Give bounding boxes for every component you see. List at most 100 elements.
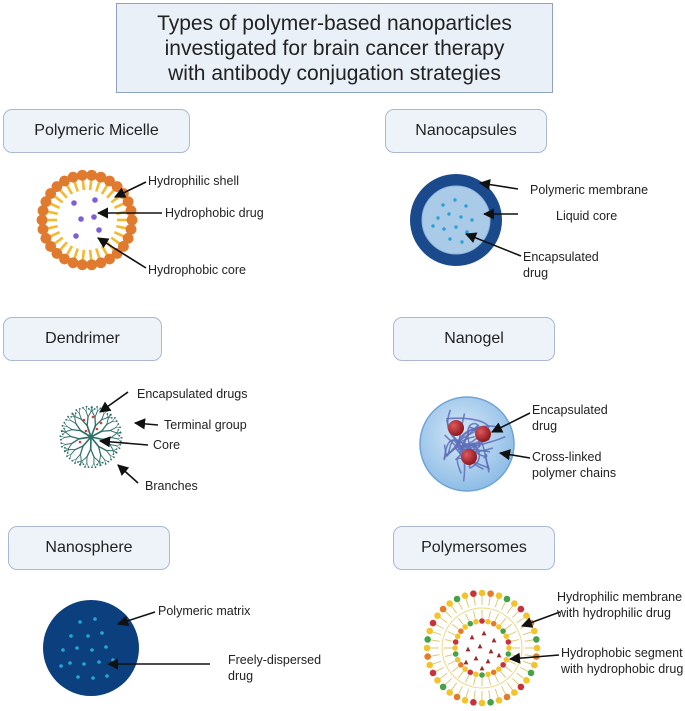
nanosphere-drug bbox=[93, 617, 97, 621]
polymersome-tail bbox=[473, 610, 476, 619]
polymersome-drug bbox=[491, 637, 497, 643]
dendrimer-terminal-group bbox=[83, 466, 86, 468]
nanosphere-drug bbox=[111, 658, 115, 662]
annotation-hydrophilic-membrane: Hydrophilic membrane with hydrophilic dr… bbox=[557, 589, 682, 621]
polymersome-head bbox=[523, 612, 530, 619]
polymersome-tail bbox=[465, 598, 470, 608]
polymersome-head bbox=[426, 627, 433, 635]
polymersome-tail bbox=[500, 671, 507, 678]
micelle-tail bbox=[53, 236, 64, 245]
capsule-drug bbox=[442, 227, 446, 231]
annotation-capsule-drug: Encapsulated drug bbox=[523, 249, 599, 281]
polymersome-tail bbox=[447, 660, 456, 665]
dendrimer-terminal-group bbox=[78, 408, 81, 410]
polymersome-tail bbox=[465, 613, 470, 622]
capsule-drug bbox=[460, 240, 464, 244]
annotation-freely-dispersed-drug: Freely-dispersed drug bbox=[228, 652, 321, 684]
dendrimer-terminal-group bbox=[94, 466, 97, 469]
polymersome-tail bbox=[444, 639, 453, 642]
nanosphere-drug bbox=[104, 645, 108, 649]
title-line-1: Types of polymer-based nanoparticles bbox=[157, 11, 512, 35]
dendrimer-terminal-group bbox=[68, 457, 71, 460]
arrow-terminal-group bbox=[133, 418, 159, 430]
polymersome-tail bbox=[512, 678, 520, 686]
nanosphere-drug bbox=[97, 660, 101, 664]
dendrimer-terminal-group bbox=[65, 418, 68, 421]
polymersome-head bbox=[479, 672, 485, 678]
polymersome-head bbox=[503, 595, 511, 603]
polymersome-head bbox=[462, 624, 468, 630]
micelle-label: Polymeric Micelle bbox=[3, 109, 190, 153]
dendrimer-branch bbox=[71, 438, 80, 445]
polymersome-tail bbox=[522, 660, 532, 665]
polymersome-head bbox=[500, 628, 506, 634]
dendrimer-terminal-group bbox=[120, 440, 122, 443]
dendrimer-terminal-group bbox=[75, 409, 78, 411]
dendrimer-branch bbox=[97, 445, 102, 456]
micelle-drug bbox=[78, 216, 84, 222]
dendrimer-branch bbox=[74, 445, 84, 451]
dendrimer-terminal-group bbox=[63, 446, 66, 449]
polymersome-tail bbox=[494, 598, 499, 608]
polymersome-head bbox=[434, 677, 441, 684]
annotation-liquid-core: Liquid core bbox=[556, 209, 618, 223]
polymersome-tail bbox=[457, 686, 463, 695]
micelle-tail bbox=[47, 224, 58, 230]
dendrimer-terminal-group bbox=[117, 423, 120, 425]
capsule-drug bbox=[447, 212, 451, 216]
dendrimer-terminal-group bbox=[63, 421, 66, 424]
nanosphere-drug bbox=[61, 648, 65, 652]
dendrimer-terminal-group bbox=[115, 420, 118, 422]
dendrimer-branch bbox=[93, 456, 100, 462]
dendrimer-terminal-group bbox=[110, 458, 113, 461]
dendrimer-terminal-group bbox=[101, 461, 104, 464]
arrow-polymeric-membrane bbox=[478, 179, 519, 191]
polymersome-tail bbox=[447, 631, 456, 636]
polymersome-head bbox=[517, 605, 525, 613]
polymersome-head bbox=[461, 592, 469, 599]
micelle-head bbox=[118, 241, 129, 252]
polymersome-drug bbox=[473, 655, 479, 661]
dendrimer-terminal-group bbox=[66, 452, 69, 454]
polymersome-head bbox=[523, 677, 530, 684]
dendrimer-branch bbox=[71, 428, 82, 432]
arrow-capsule-drug bbox=[464, 232, 522, 257]
polymersome-tail bbox=[505, 666, 512, 673]
micelle-tail bbox=[95, 248, 101, 259]
polymersome-head bbox=[467, 620, 474, 627]
polymersome-head bbox=[470, 590, 477, 597]
annotation-core: Core bbox=[153, 438, 181, 452]
dendrimer-branch bbox=[86, 448, 92, 458]
annotation-encapsulated-drugs: Encapsulated drugs bbox=[137, 387, 248, 401]
polymersome-tail bbox=[494, 688, 499, 698]
arrow-hydrophobic-core bbox=[97, 237, 147, 269]
capsule-drug bbox=[453, 198, 457, 202]
dendrimer-terminal-group bbox=[113, 456, 115, 459]
nanosphere-drug bbox=[68, 661, 72, 665]
nanosphere-drug bbox=[86, 634, 90, 638]
nanogel-illustration bbox=[419, 396, 515, 492]
dendrimer-branch bbox=[87, 411, 92, 418]
polymersome-tail bbox=[511, 639, 520, 642]
micelle-head bbox=[122, 196, 134, 208]
polymersome-tail bbox=[444, 654, 453, 657]
micelle-tail bbox=[113, 202, 125, 209]
dendrimer-branch bbox=[94, 419, 103, 427]
micelle-head bbox=[76, 169, 88, 181]
dendrimer-terminal-group bbox=[99, 464, 102, 467]
micelle-tail bbox=[100, 184, 109, 195]
dendrimer-branch bbox=[66, 425, 73, 431]
polymersome-head bbox=[462, 666, 468, 672]
annotation-freely-dispersed-line-2: drug bbox=[228, 669, 254, 683]
polymersome-tail bbox=[457, 618, 464, 625]
title-line-3: with antibody conjugation strategies bbox=[168, 61, 501, 85]
micelle-head bbox=[59, 175, 70, 187]
polymersome-drug bbox=[463, 659, 469, 665]
polymersome-illustration bbox=[423, 589, 541, 707]
dendrimer-drug bbox=[84, 429, 88, 433]
annotation-polymeric-matrix: Polymeric matrix bbox=[158, 604, 251, 618]
polymersome-tail bbox=[488, 610, 491, 619]
polymersome-head bbox=[424, 653, 431, 660]
dendrimer-branch bbox=[64, 435, 72, 438]
polymersome-head bbox=[505, 651, 512, 657]
